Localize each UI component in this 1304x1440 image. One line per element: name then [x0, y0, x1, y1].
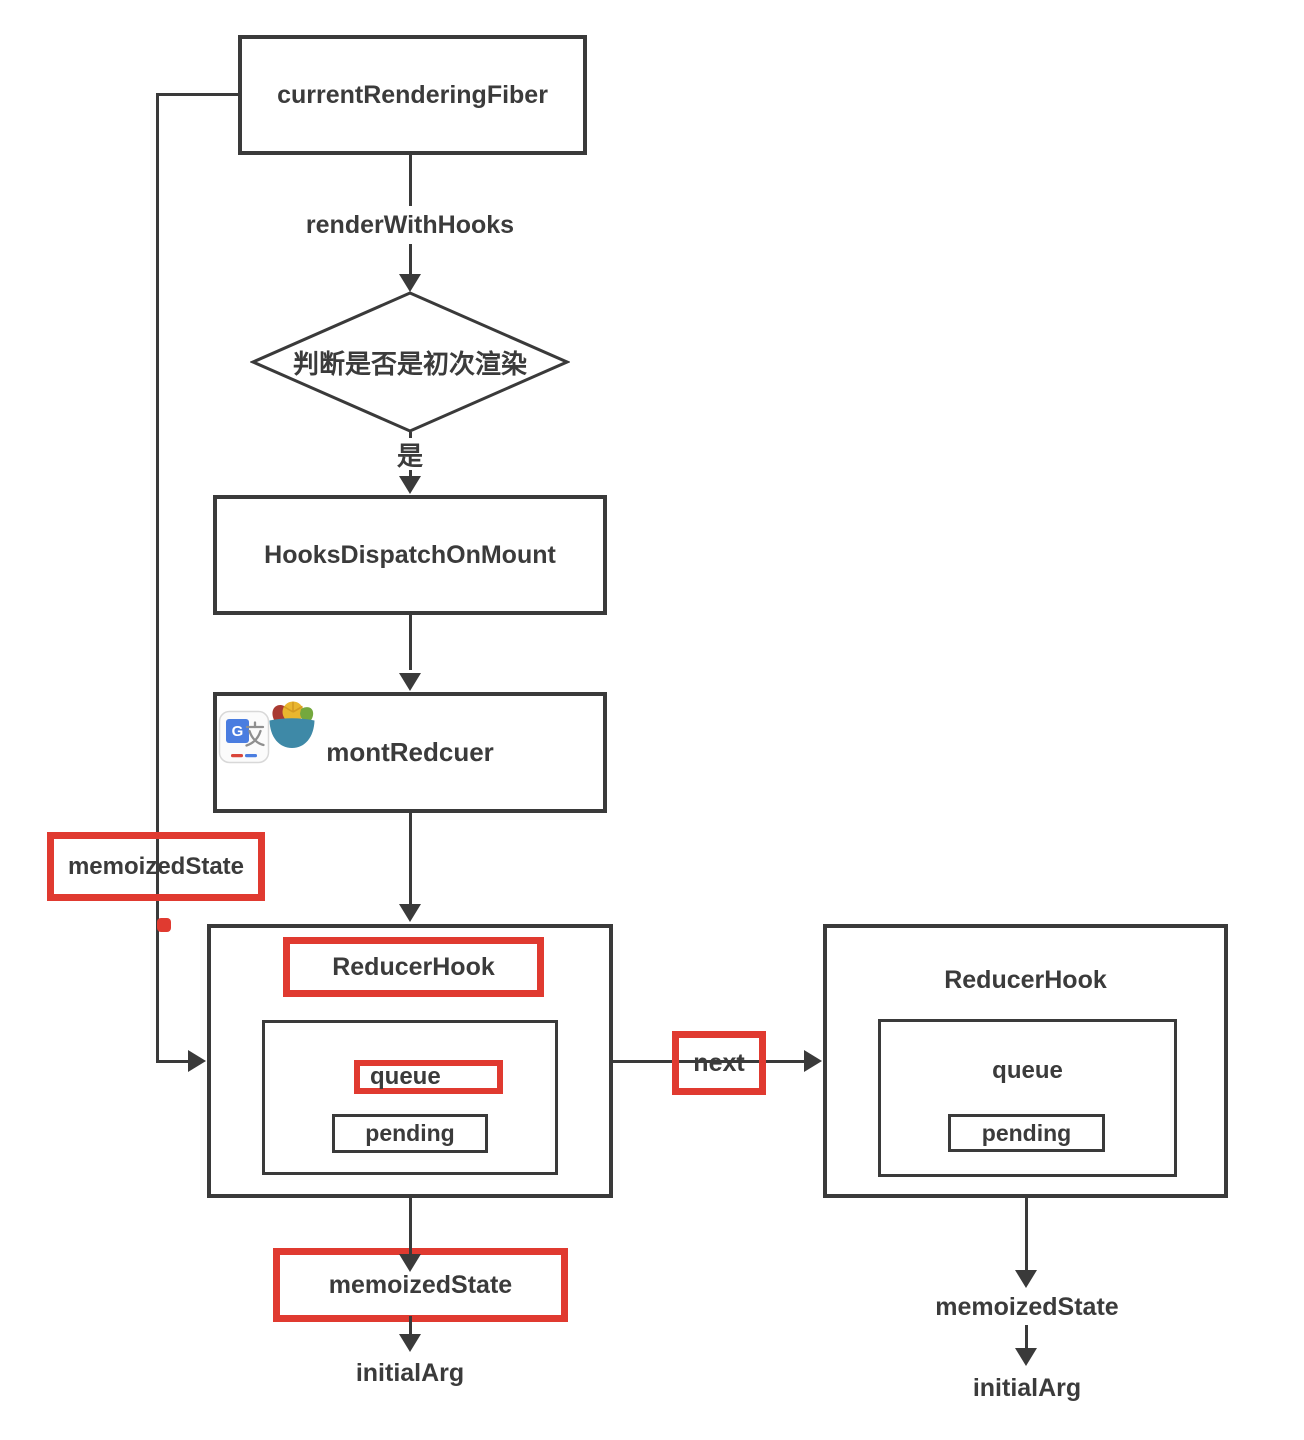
- edge-memoized-right-to-initialarg-arrowhead: [1015, 1348, 1037, 1366]
- edge-loop-arrowhead: [188, 1050, 206, 1072]
- reducer-hook-left-title: ReducerHook: [332, 952, 495, 981]
- memoized-state-highlight: memoizedState: [47, 832, 265, 901]
- edge-loop-vertical: [156, 93, 159, 1063]
- edge-loop-top: [156, 93, 240, 96]
- edge-decision-to-mount-arrowhead: [399, 476, 421, 494]
- edge-mount-to-reducer-arrowhead: [399, 673, 421, 691]
- memoized-state-right-label: memoizedState: [935, 1292, 1119, 1321]
- current-rendering-fiber-label: currentRenderingFiber: [277, 80, 548, 109]
- decision-diamond: 判断是否是初次渲染: [250, 290, 570, 434]
- edge-next: [613, 1060, 805, 1063]
- queue-label-right: queue: [992, 1057, 1063, 1084]
- google-translate-icon: G: [218, 710, 270, 764]
- diamond-shape-icon: [250, 291, 570, 433]
- pending-label-right: pending: [981, 1119, 1072, 1146]
- current-rendering-fiber-node: currentRenderingFiber: [238, 35, 587, 155]
- edge-memoized-right-to-initialarg: [1025, 1325, 1028, 1349]
- queue-box-left: queue pending: [262, 1020, 558, 1175]
- render-with-hooks-label: renderWithHooks: [260, 206, 560, 244]
- edge-hook-left-to-memoized: [409, 1198, 412, 1256]
- edge-hook-left-to-memoized-arrowhead: [399, 1254, 421, 1272]
- hooks-dispatch-on-mount-node: HooksDispatchOnMount: [213, 495, 607, 615]
- pending-box-right: pending: [948, 1114, 1105, 1152]
- mont-redcuer-node: montRedcuer G: [213, 692, 607, 813]
- pending-label-left: pending: [365, 1120, 455, 1146]
- decision-label: 判断是否是初次渲染: [292, 348, 527, 379]
- initial-arg-right-label: initialArg: [972, 1373, 1082, 1402]
- edge-hook-right-to-memoized-arrowhead: [1015, 1270, 1037, 1288]
- reducer-hook-left-node: ReducerHook queue pending: [207, 924, 613, 1198]
- next-label: next: [693, 1048, 745, 1077]
- queue-label-left: queue: [370, 1063, 441, 1090]
- hooks-dispatch-on-mount-label: HooksDispatchOnMount: [264, 540, 556, 569]
- initial-arg-left-label: initialArg: [355, 1358, 465, 1387]
- edge-memoized-left-to-initialarg-arrowhead: [399, 1334, 421, 1352]
- edge-fiber-to-decision-arrowhead: [399, 274, 421, 292]
- salad-bowl-icon: [269, 701, 315, 748]
- edge-loop-bottom: [156, 1060, 190, 1063]
- memoized-state-left-highlight: memoizedState: [273, 1248, 568, 1322]
- pending-box-left: pending: [332, 1114, 488, 1153]
- queue-highlight-left: queue: [354, 1060, 503, 1094]
- edge-memoized-left-to-initialarg: [409, 1316, 412, 1336]
- reducer-hook-right-title: ReducerHook: [944, 965, 1107, 994]
- memoized-state-ref-label: memoizedState: [67, 852, 245, 880]
- svg-text:G: G: [232, 723, 244, 740]
- edge-reducer-to-hook: [409, 813, 412, 905]
- mont-redcuer-label: montRedcuer: [326, 737, 494, 767]
- reducer-hook-left-title-highlight: ReducerHook: [283, 937, 544, 997]
- red-dot: [157, 918, 171, 932]
- edge-reducer-to-hook-arrowhead: [399, 904, 421, 922]
- queue-box-right: queue pending: [878, 1019, 1177, 1177]
- yes-label: 是: [385, 438, 435, 471]
- edge-hook-right-to-memoized: [1025, 1198, 1028, 1270]
- edge-mount-to-reducer: [409, 615, 412, 670]
- memoized-state-left-label: memoizedState: [328, 1270, 513, 1299]
- next-highlight: next: [672, 1031, 766, 1095]
- reducer-hook-right-node: ReducerHook queue pending: [823, 924, 1228, 1198]
- edge-next-arrowhead: [804, 1050, 822, 1072]
